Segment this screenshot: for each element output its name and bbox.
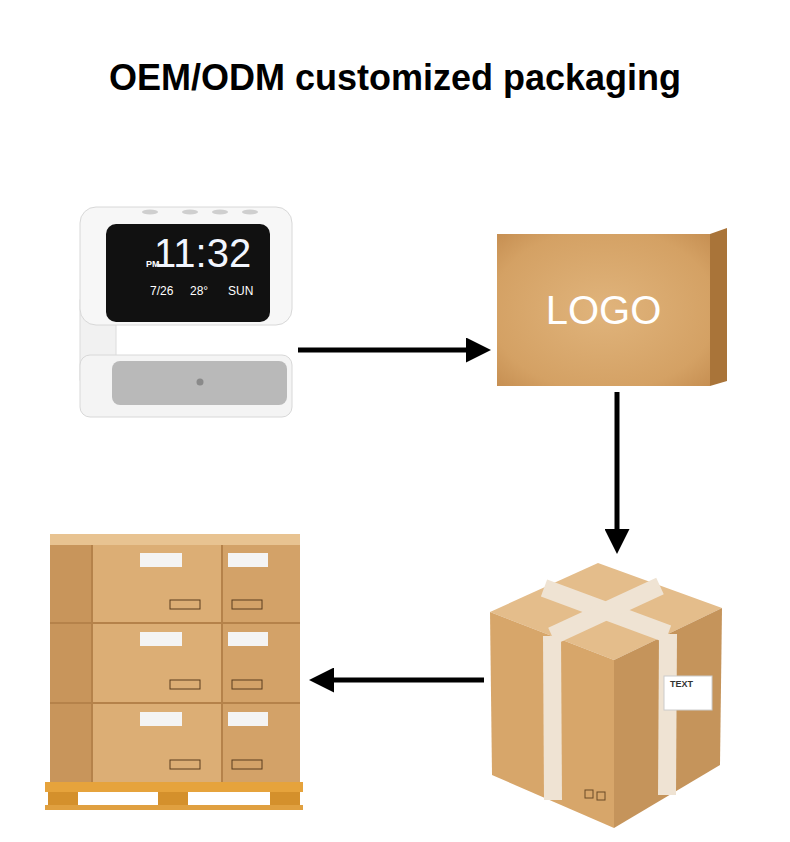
handling-icon [232, 680, 262, 689]
clock-button [212, 210, 228, 215]
title: OEM/ODM customized packaging [0, 58, 790, 98]
box-right [614, 608, 722, 828]
carton-seam [50, 702, 300, 704]
sealed-carton: TEXT [490, 560, 722, 828]
pallet-block [48, 792, 78, 806]
label-text: TEXT [670, 680, 693, 689]
carton-seam [91, 545, 93, 782]
clock-button [242, 210, 258, 215]
carton-seam [50, 622, 300, 624]
charge-icon [197, 379, 204, 386]
clock-button [182, 210, 198, 215]
handling-icon [170, 760, 200, 769]
carton-label [228, 632, 268, 646]
carton-label [140, 553, 182, 567]
clock-weekday: SUN [228, 285, 253, 297]
pallet-block [270, 792, 300, 806]
handling-icon [170, 680, 200, 689]
handling-icon [585, 790, 593, 798]
pallet-board [45, 782, 303, 792]
clock-date: 7/26 [150, 285, 173, 297]
pallet [45, 534, 303, 810]
carton-label [228, 712, 268, 726]
box-side [710, 228, 727, 386]
handling-icon [232, 600, 262, 609]
carton-front [222, 545, 300, 782]
carton-label [228, 553, 268, 567]
clock-temperature: 28° [190, 285, 208, 297]
handling-icon [170, 600, 200, 609]
charging-pad [112, 361, 287, 405]
clock-button [142, 210, 158, 215]
flow-arrow [615, 392, 620, 529]
box-left [490, 612, 614, 828]
clock-screen [106, 224, 270, 322]
clock-base [80, 355, 292, 417]
carton-label [140, 712, 182, 726]
carton-seam [221, 545, 223, 782]
tape [552, 636, 553, 800]
pallet-board [45, 805, 303, 810]
flow-arrow [334, 678, 484, 683]
carton-label [140, 632, 182, 646]
clock-time: 11:32 [154, 233, 251, 273]
shipping-label [664, 676, 712, 710]
pallet-block [158, 792, 188, 806]
handling-icon [232, 760, 262, 769]
flow-arrow [298, 348, 466, 353]
clock-housing [80, 207, 292, 325]
tape [667, 634, 668, 795]
tape [552, 586, 660, 636]
pallet-top [50, 534, 300, 545]
product-clock: PM11:327/2628°SUN [78, 205, 292, 420]
logo-text: LOGO [546, 290, 662, 330]
logo-box: LOGO [497, 234, 710, 386]
carton-side [50, 545, 92, 782]
carton-front [92, 545, 222, 782]
handling-icon [597, 792, 605, 800]
